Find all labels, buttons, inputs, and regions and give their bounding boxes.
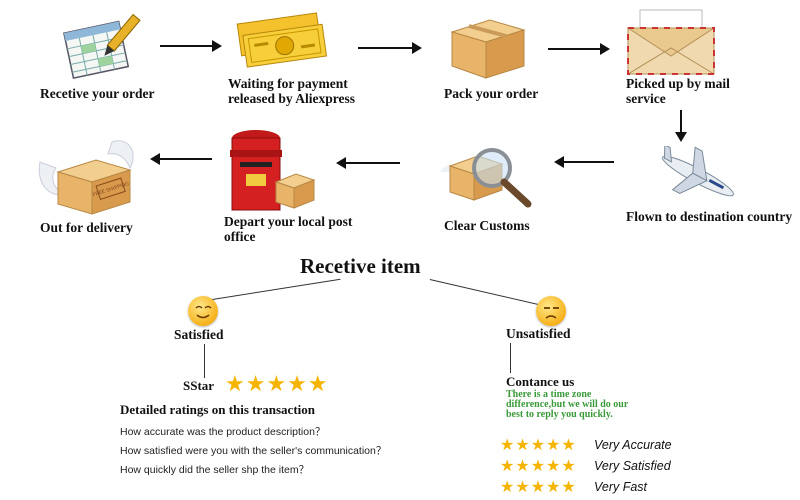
step-clear-customs: Clear Customs xyxy=(444,218,530,233)
step-out-for-delivery: Out for delivery xyxy=(40,220,133,235)
rating-question: How quickly did the seller shp the item？ xyxy=(120,464,310,476)
step-picked-up: Picked up by mail service xyxy=(626,76,730,106)
star-label: SStar xyxy=(183,378,215,393)
unhappy-face-icon xyxy=(536,296,566,326)
unsatisfied-connector xyxy=(510,343,511,373)
flow-arrow xyxy=(336,157,400,169)
branch-line-right xyxy=(429,279,545,307)
flow-arrow xyxy=(554,156,614,168)
satisfied-label: Satisfied xyxy=(174,327,224,342)
magnifier-box-icon xyxy=(436,142,536,208)
contact-note: There is a time zone difference,but we w… xyxy=(506,389,629,420)
rating-stars: ★★★★★ xyxy=(500,479,577,496)
rating-text: Very Satisfied xyxy=(594,459,671,473)
rating-question: How satisfied were you with the seller's… xyxy=(120,445,387,457)
flow-arrow xyxy=(358,42,422,54)
rating-question: How accurate was the product description… xyxy=(120,426,326,438)
step-pack-order: Pack your order xyxy=(444,86,539,101)
step-depart-post: Depart your local post office xyxy=(224,214,353,244)
flow-arrow xyxy=(675,110,687,142)
rating-stars: ★★★★★ xyxy=(500,458,577,475)
rating-stars: ★★★★★ xyxy=(500,437,577,454)
post-box-icon xyxy=(226,128,318,214)
order-form-icon xyxy=(60,13,144,80)
flow-arrow xyxy=(160,40,222,52)
branch-line-left xyxy=(206,278,341,301)
winged-box-icon: FREE SHIPPING xyxy=(34,132,140,218)
contact-title: Contance us xyxy=(506,374,575,389)
rating-text: Very Fast xyxy=(594,480,648,494)
ratings-title: Detailed ratings on this transaction xyxy=(120,402,315,417)
receive-item-title: Recetive item xyxy=(300,254,421,278)
happy-face-icon xyxy=(188,296,218,326)
step-receive-order: Recetive your order xyxy=(40,86,155,101)
cardboard-box-icon xyxy=(446,14,528,82)
rating-text: Very Accurate xyxy=(594,438,672,452)
star-rating: ★★★★★ xyxy=(225,371,329,396)
money-icon xyxy=(236,10,328,72)
envelope-icon xyxy=(624,6,718,76)
step-waiting-payment: Waiting for payment released by Aliexpre… xyxy=(228,76,355,106)
airplane-icon xyxy=(652,143,744,206)
satisfied-connector xyxy=(204,344,205,378)
step-flown: Flown to destination country xyxy=(626,209,793,224)
flow-arrow xyxy=(548,43,610,55)
unsatisfied-label: Unsatisfied xyxy=(506,326,571,341)
flow-arrow xyxy=(150,153,212,165)
